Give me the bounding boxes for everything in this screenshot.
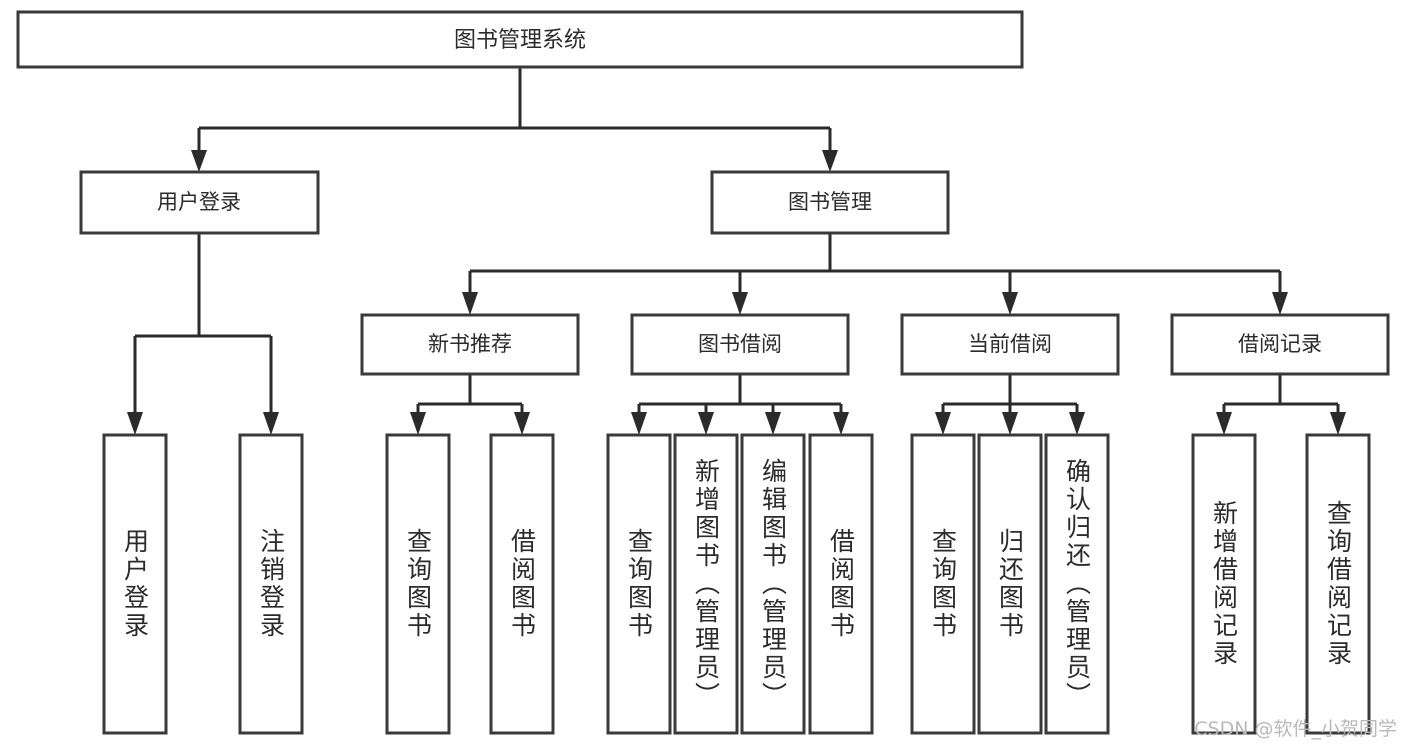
arrow-head-book-manage xyxy=(822,150,838,172)
leaf-box-user-login[interactable] xyxy=(102,433,168,735)
arrow-head-bb-edit xyxy=(765,412,781,435)
node-new-book-label: 新书推荐 xyxy=(428,332,512,356)
arrow-head-new-book xyxy=(462,292,478,315)
leaf-box-bb-query[interactable] xyxy=(606,433,672,735)
connector-group xyxy=(127,67,1346,435)
arrow-head-nb-borrow xyxy=(514,412,530,435)
arrow-head-br-query xyxy=(1330,412,1346,435)
arrow-head-book-borrow xyxy=(732,292,748,315)
leaf-box-br-query[interactable] xyxy=(1305,433,1371,735)
arrow-head-cb-query xyxy=(935,412,951,435)
node-book-manage-box[interactable] xyxy=(710,170,950,235)
leaf-box-cb-return[interactable] xyxy=(977,433,1043,735)
arrow-head-leaf-user-login xyxy=(127,412,143,435)
node-borrow-record-box[interactable] xyxy=(1170,313,1390,376)
leaf-box-nb-borrow[interactable] xyxy=(489,433,555,735)
node-book-manage[interactable]: 图书管理 xyxy=(710,170,950,235)
node-borrow-record[interactable]: 借阅记录 xyxy=(1170,313,1390,376)
leaf-box-bb-add[interactable] xyxy=(673,433,739,735)
arrow-head-current-borrow xyxy=(1002,292,1018,315)
arrow-head-cb-confirm xyxy=(1069,412,1085,435)
arrow-head-bb-add xyxy=(698,412,714,435)
leaf-box-br-add[interactable] xyxy=(1191,433,1257,735)
leaf-box-cb-confirm[interactable] xyxy=(1044,433,1110,735)
node-user-login-label: 用户登录 xyxy=(157,190,241,214)
watermark-text: CSDN @软件_小贺同学 xyxy=(1194,718,1397,740)
node-current-borrow-label: 当前借阅 xyxy=(968,332,1052,356)
leaf-box-cb-query[interactable] xyxy=(910,433,976,735)
node-root-label: 图书管理系统 xyxy=(454,28,586,53)
leaf-box-logout[interactable] xyxy=(238,433,304,735)
leaf-box-bb-borrow[interactable] xyxy=(808,433,874,735)
node-user-login-box[interactable] xyxy=(79,170,320,235)
node-book-borrow-box[interactable] xyxy=(630,313,850,376)
arrow-head-bb-query xyxy=(631,412,647,435)
node-user-login[interactable]: 用户登录 xyxy=(79,170,320,235)
node-current-borrow-box[interactable] xyxy=(900,313,1120,376)
node-new-book-box[interactable] xyxy=(360,313,580,376)
node-book-borrow[interactable]: 图书借阅 xyxy=(630,313,850,376)
node-book-borrow-label: 图书借阅 xyxy=(698,332,782,356)
arrow-head-user-login xyxy=(191,150,207,172)
arrow-head-borrow-record xyxy=(1272,292,1288,315)
node-root-box[interactable] xyxy=(16,10,1024,69)
arrow-head-leaf-logout xyxy=(263,412,279,435)
leaf-box-nb-query[interactable] xyxy=(385,433,451,735)
arrow-head-br-add xyxy=(1216,412,1232,435)
node-borrow-record-label: 借阅记录 xyxy=(1238,332,1322,356)
node-new-book[interactable]: 新书推荐 xyxy=(360,313,580,376)
leaf-box-bb-edit[interactable] xyxy=(740,433,806,735)
node-current-borrow[interactable]: 当前借阅 xyxy=(900,313,1120,376)
leaf-boxes-group xyxy=(102,433,1371,735)
node-root[interactable]: 图书管理系统 xyxy=(16,10,1024,69)
arrow-head-nb-query xyxy=(410,412,426,435)
arrow-head-cb-return xyxy=(1002,412,1018,435)
node-book-manage-label: 图书管理 xyxy=(788,190,872,214)
arrow-head-bb-borrow xyxy=(833,412,849,435)
